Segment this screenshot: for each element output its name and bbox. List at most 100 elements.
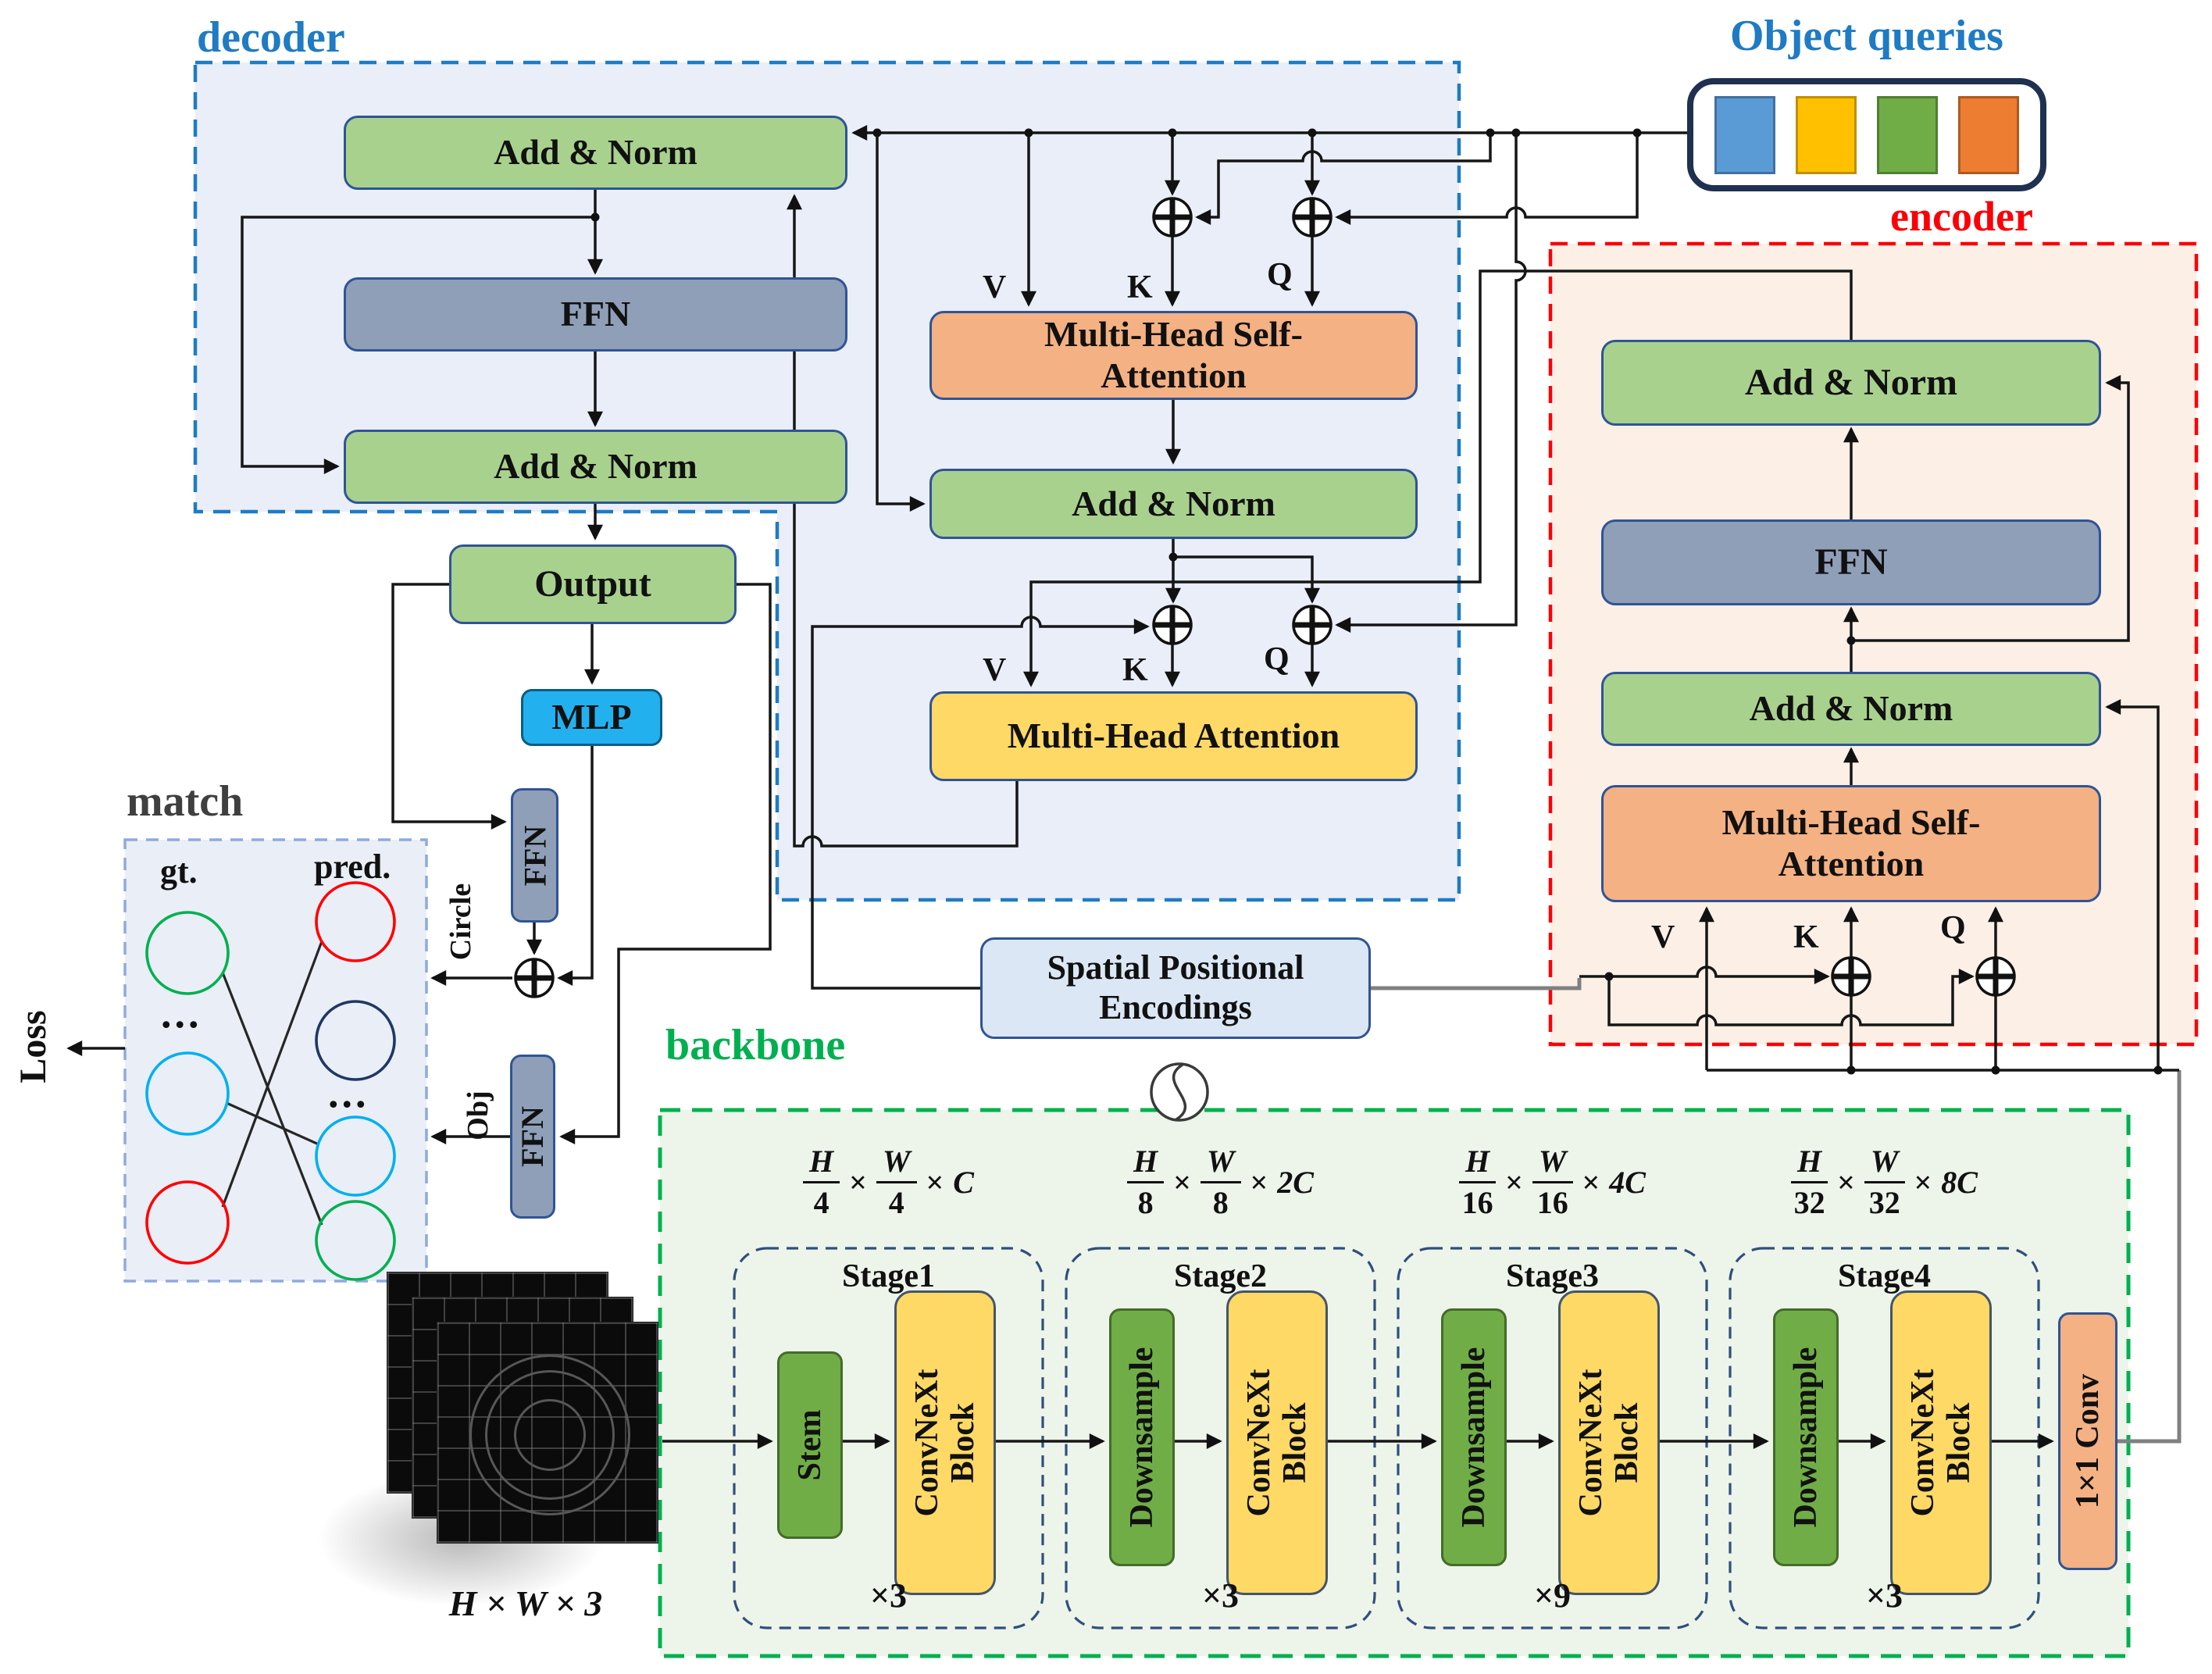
image-circle-inner [514, 1399, 586, 1471]
s2-den2: 8 [1212, 1184, 1229, 1220]
conv-1x1-block: 1×1 Conv [2058, 1312, 2117, 1570]
s1-den2: 4 [888, 1184, 904, 1220]
decoder-add-norm-sa-label: Add & Norm [1072, 483, 1275, 523]
query-square-orange [1958, 95, 2019, 174]
stage4-mult: ×3 [1865, 1576, 1903, 1615]
stage2-downsample-label: Downsample [1123, 1347, 1160, 1528]
query-square-yellow [1796, 95, 1857, 174]
spe-line2: Encodings [1099, 988, 1252, 1026]
encoder-add-norm-top: Add & Norm [1601, 340, 2101, 426]
stage2-name: Stage2 [1174, 1258, 1267, 1294]
junction-dots [590, 128, 2163, 1075]
s1-num2: W [876, 1145, 917, 1183]
loss-label: Loss [12, 1010, 54, 1083]
backbone-label: backbone [665, 1021, 846, 1069]
gray-wires [1371, 978, 2182, 1444]
stage3-downsample: Downsample [1441, 1308, 1507, 1566]
s4-den2: 32 [1868, 1184, 1900, 1220]
pred-dots: ... [328, 1069, 369, 1116]
match-circles [145, 881, 396, 1281]
s4-cnx-line2: Block [1941, 1402, 1977, 1483]
s3-den1: 16 [1461, 1184, 1493, 1220]
s4-num2: W [1864, 1145, 1905, 1183]
decoder-self-attention: Multi-Head Self- Attention [929, 311, 1418, 400]
gt-label: gt. [160, 852, 198, 891]
s2-cnx-line2: Block [1277, 1402, 1313, 1483]
encoder-mhsa-line1: Multi-Head Self- [1721, 802, 1981, 843]
stage2-mult: ×3 [1201, 1576, 1240, 1615]
s1-channels: C [953, 1164, 974, 1200]
s1-times1: × [849, 1164, 867, 1200]
encoder-mhsa-line2: Attention [1778, 844, 1925, 883]
encoder-add-norm-mid-label: Add & Norm [1749, 688, 1953, 729]
input-image-front [437, 1322, 658, 1544]
stage4-downsample-label: Downsample [1787, 1347, 1824, 1528]
decoder-top-q-label: Q [1267, 257, 1293, 293]
encoder-label: encoder [1890, 193, 2033, 240]
s2-den1: 8 [1137, 1184, 1154, 1220]
circle-head-label: Circle [444, 883, 477, 961]
circle-ffn-label: FFN [516, 825, 552, 886]
image-circle-middle [485, 1370, 615, 1500]
object-queries-label: Object queries [1730, 12, 2003, 60]
s1-num1: H [803, 1145, 840, 1183]
spe-line1: Spatial Positional [1047, 948, 1304, 987]
s3-times1: × [1505, 1164, 1523, 1200]
decoder-add-norm-top-label: Add & Norm [494, 132, 697, 173]
pred-label: pred. [314, 848, 391, 886]
mlp-block: MLP [521, 689, 662, 746]
stage1-stem: Stem [777, 1351, 843, 1539]
match-label: match [127, 777, 244, 826]
decoder-ffn: FFN [344, 277, 847, 352]
stage3-name: Stage3 [1506, 1258, 1599, 1294]
s2-cnx-line1: ConvNeXt [1240, 1369, 1277, 1517]
encoder-add-norm-mid: Add & Norm [1601, 672, 2101, 746]
query-square-green [1877, 95, 1938, 174]
decoder-low-q-label: Q [1264, 641, 1290, 677]
decoder-top-k-label: K [1127, 269, 1153, 305]
s3-channels: 4C [1609, 1164, 1646, 1200]
s4-times1: × [1837, 1164, 1855, 1200]
s2-channels: 2C [1277, 1164, 1314, 1200]
encoder-k-label: K [1793, 919, 1819, 955]
decoder-label: decoder [197, 13, 345, 62]
stage4-downsample: Downsample [1773, 1308, 1839, 1566]
stage1-stem-label: Stem [791, 1409, 828, 1481]
encoder-add-norm-top-label: Add & Norm [1745, 362, 1957, 404]
circle-ffn-block: FFN [511, 788, 558, 923]
input-dims-label: H × W × 3 [448, 1583, 603, 1623]
s1-cnx-line2: Block [945, 1402, 981, 1483]
s4-num1: H [1791, 1145, 1828, 1183]
s2-times2: × [1250, 1164, 1268, 1200]
s1-cnx-line1: ConvNeXt [908, 1369, 945, 1517]
decoder-mha-label: Multi-Head Attention [1007, 716, 1340, 756]
encoder-ffn: FFN [1601, 519, 2101, 605]
stage3-downsample-label: Downsample [1455, 1347, 1492, 1528]
encoder-self-attention: Multi-Head Self- Attention [1601, 785, 2101, 902]
decoder-low-v-label: V [983, 652, 1007, 688]
spatial-positional-encodings: Spatial Positional Encodings [980, 937, 1371, 1039]
black-wires [66, 125, 2179, 1449]
decoder-mhsa-line2: Attention [1101, 355, 1247, 395]
encoder-v-label: V [1651, 919, 1675, 955]
encoder-ffn-label: FFN [1814, 541, 1888, 584]
s4-cnx-line1: ConvNeXt [1904, 1369, 1941, 1517]
decoder-low-k-label: K [1122, 652, 1148, 688]
s1-den1: 4 [813, 1184, 830, 1220]
mlp-label: MLP [551, 697, 632, 737]
output-label: Output [534, 563, 651, 605]
stage3-mult: ×9 [1533, 1576, 1572, 1615]
decoder-add-norm-sa: Add & Norm [929, 469, 1418, 539]
stage4-name: Stage4 [1838, 1258, 1931, 1294]
s2-times1: × [1173, 1164, 1191, 1200]
stage2-downsample: Downsample [1109, 1308, 1175, 1566]
s3-times2: × [1582, 1164, 1600, 1200]
decoder-top-v-label: V [983, 269, 1007, 305]
